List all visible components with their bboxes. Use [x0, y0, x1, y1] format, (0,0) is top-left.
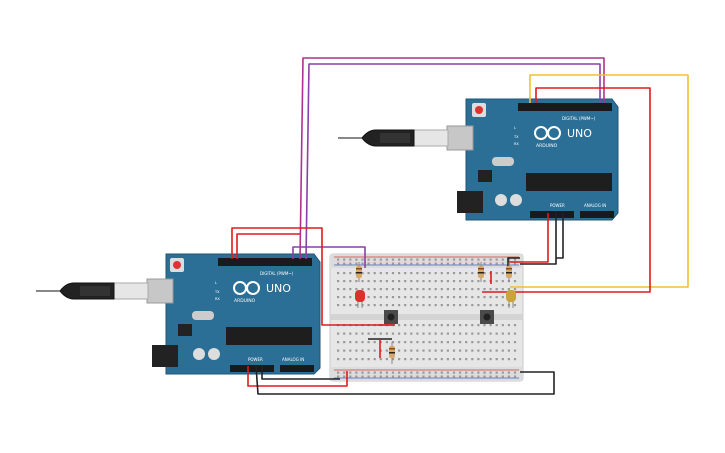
pushbutton-1[interactable]: [384, 310, 398, 324]
resistor-3[interactable]: [506, 262, 512, 282]
usb-connector-right: [446, 125, 474, 151]
power-label-right: POWER: [550, 203, 565, 208]
usb-plug-right[interactable]: [413, 129, 449, 147]
analog-label-right: ANALOG IN: [584, 203, 606, 208]
arduino-logo-left: [233, 281, 260, 295]
wire-purple-1[interactable]: [305, 63, 601, 260]
digital-label-right: DIGITAL (PWM~): [562, 116, 596, 121]
power-label-left: POWER: [248, 357, 263, 362]
arduino-board-right[interactable]: UNO ARDUINO DIGITAL (PWM~) POWER ANALOG …: [338, 98, 619, 221]
power-header-left: [230, 365, 274, 372]
microcontroller-chip-right: [526, 173, 612, 191]
resistor-1[interactable]: [356, 262, 362, 282]
wire-red-power-left[interactable]: [247, 366, 348, 387]
l-label-left: L: [215, 281, 217, 285]
resistor-2[interactable]: [478, 262, 484, 282]
pushbutton-2[interactable]: [480, 310, 494, 324]
wire-red-right[interactable]: [482, 87, 651, 293]
wire-red-top-left-2[interactable]: [236, 233, 300, 259]
breadboard[interactable]: [329, 253, 524, 382]
power-jack-left: [152, 345, 178, 367]
analog-header-right: [580, 211, 614, 218]
tx-label-right: TX: [513, 135, 519, 139]
wire-black-power-right-2[interactable]: [556, 213, 564, 259]
wire-red-power-right[interactable]: [508, 213, 549, 263]
rx-label-right: RX: [514, 142, 519, 146]
arduino-logo-right: [534, 126, 561, 140]
usb-connector-left: [146, 278, 174, 304]
arduino-board-left[interactable]: UNO ARDUINO DIGITAL (PWM~) POWER ANALOG …: [36, 253, 321, 375]
maker-label-right: ARDUINO: [536, 143, 558, 149]
wire-purple-2[interactable]: [292, 246, 366, 268]
digital-label-left: DIGITAL (PWM~): [260, 271, 294, 276]
jumper-black-2[interactable]: [507, 257, 520, 268]
brand-label-right: UNO: [567, 127, 592, 140]
red-led[interactable]: [355, 290, 365, 308]
wire-yellow[interactable]: [510, 74, 689, 288]
tx-label-left: TX: [214, 290, 220, 294]
yellow-led[interactable]: [506, 290, 516, 308]
digital-header-right: [518, 103, 612, 111]
power-jack-right: [457, 191, 483, 213]
microcontroller-chip-left: [226, 327, 312, 345]
wire-magenta-1[interactable]: [299, 57, 605, 260]
wire-red-top-left[interactable]: [231, 227, 392, 326]
resistor-4[interactable]: [389, 342, 395, 364]
rx-label-left: RX: [215, 297, 220, 301]
wire-black-power-left[interactable]: [255, 365, 555, 395]
l-label-right: L: [514, 126, 516, 130]
digital-header-left: [218, 258, 312, 266]
power-header-right: [530, 211, 574, 218]
analog-label-left: ANALOG IN: [282, 357, 304, 362]
maker-label-left: ARDUINO: [234, 298, 256, 304]
wire-black-power-left-2[interactable]: [261, 366, 340, 380]
usb-plug-left[interactable]: [113, 282, 149, 300]
brand-label-left: UNO: [266, 282, 291, 295]
wire-black-power-right[interactable]: [520, 213, 557, 265]
analog-header-left: [280, 365, 314, 372]
